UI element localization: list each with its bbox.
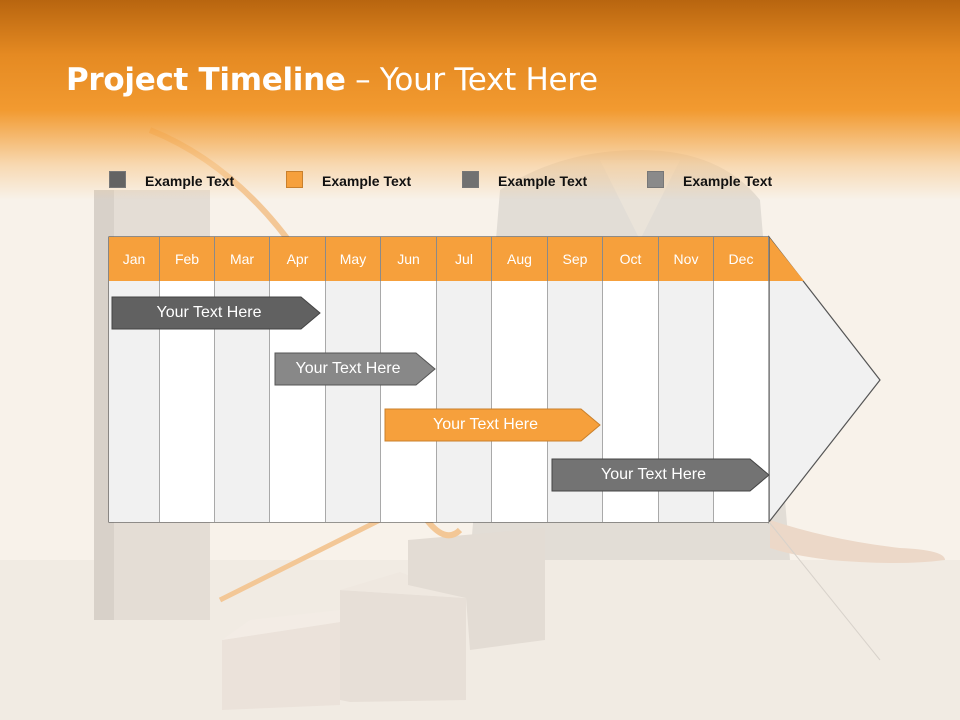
task-label: Your Text Here [295,360,401,377]
legend-swatch-2 [286,171,303,188]
month-label: Jul [455,251,473,267]
month-jun: Jun [381,237,437,281]
legend-label-4: Example Text [683,173,773,189]
task-arrow-3[interactable]: Your Text Here [384,408,601,442]
month-oct: Oct [603,237,659,281]
legend-swatch-4 [647,171,664,188]
month-feb: Feb [160,237,215,281]
task-arrow-shape [384,408,601,442]
month-label: Apr [286,251,309,267]
month-mar: Mar [215,237,270,281]
month-label: Feb [174,251,200,267]
task-label: Your Text Here [156,304,262,321]
month-label: Sep [562,251,588,267]
legend-label-2: Example Text [322,173,412,189]
legend-label-3: Example Text [498,173,588,189]
task-arrow-shape [274,352,436,386]
month-label: Jun [397,251,420,267]
slide-title: Project Timeline – Your Text Here [66,62,598,98]
month-jan: Jan [109,237,160,281]
month-label: May [339,251,367,267]
month-label: Oct [619,251,642,267]
title-rest: – Your Text Here [345,62,598,98]
month-label: Jan [122,251,146,267]
legend-label-1: Example Text [145,173,235,189]
month-sep: Sep [548,237,603,281]
month-may: May [326,237,381,281]
month-apr: Apr [270,237,326,281]
task-arrow-1[interactable]: Your Text Here [111,296,321,330]
month-jul: Jul [437,237,492,281]
task-arrow-shape [551,458,770,492]
month-column-jul [437,281,492,522]
task-arrow-2[interactable]: Your Text Here [274,352,436,386]
month-label: Aug [507,251,532,267]
month-column-jun [381,281,437,522]
legend-swatch-3 [462,171,479,188]
task-label: Your Text Here [601,466,706,483]
month-dec: Dec [714,237,769,281]
task-arrow-4[interactable]: Your Text Here [551,458,770,492]
month-column-aug [492,281,548,522]
month-aug: Aug [492,237,548,281]
month-column-may [326,281,381,522]
month-label: Mar [229,251,255,267]
month-nov: Nov [659,237,714,281]
header-band [0,0,960,200]
title-bold: Project Timeline [66,62,346,98]
month-label: Nov [673,251,699,267]
legend-swatch-1 [109,171,126,188]
task-arrow-shape [111,296,321,330]
month-label: Dec [728,251,754,267]
task-label: Your Text Here [433,416,538,433]
